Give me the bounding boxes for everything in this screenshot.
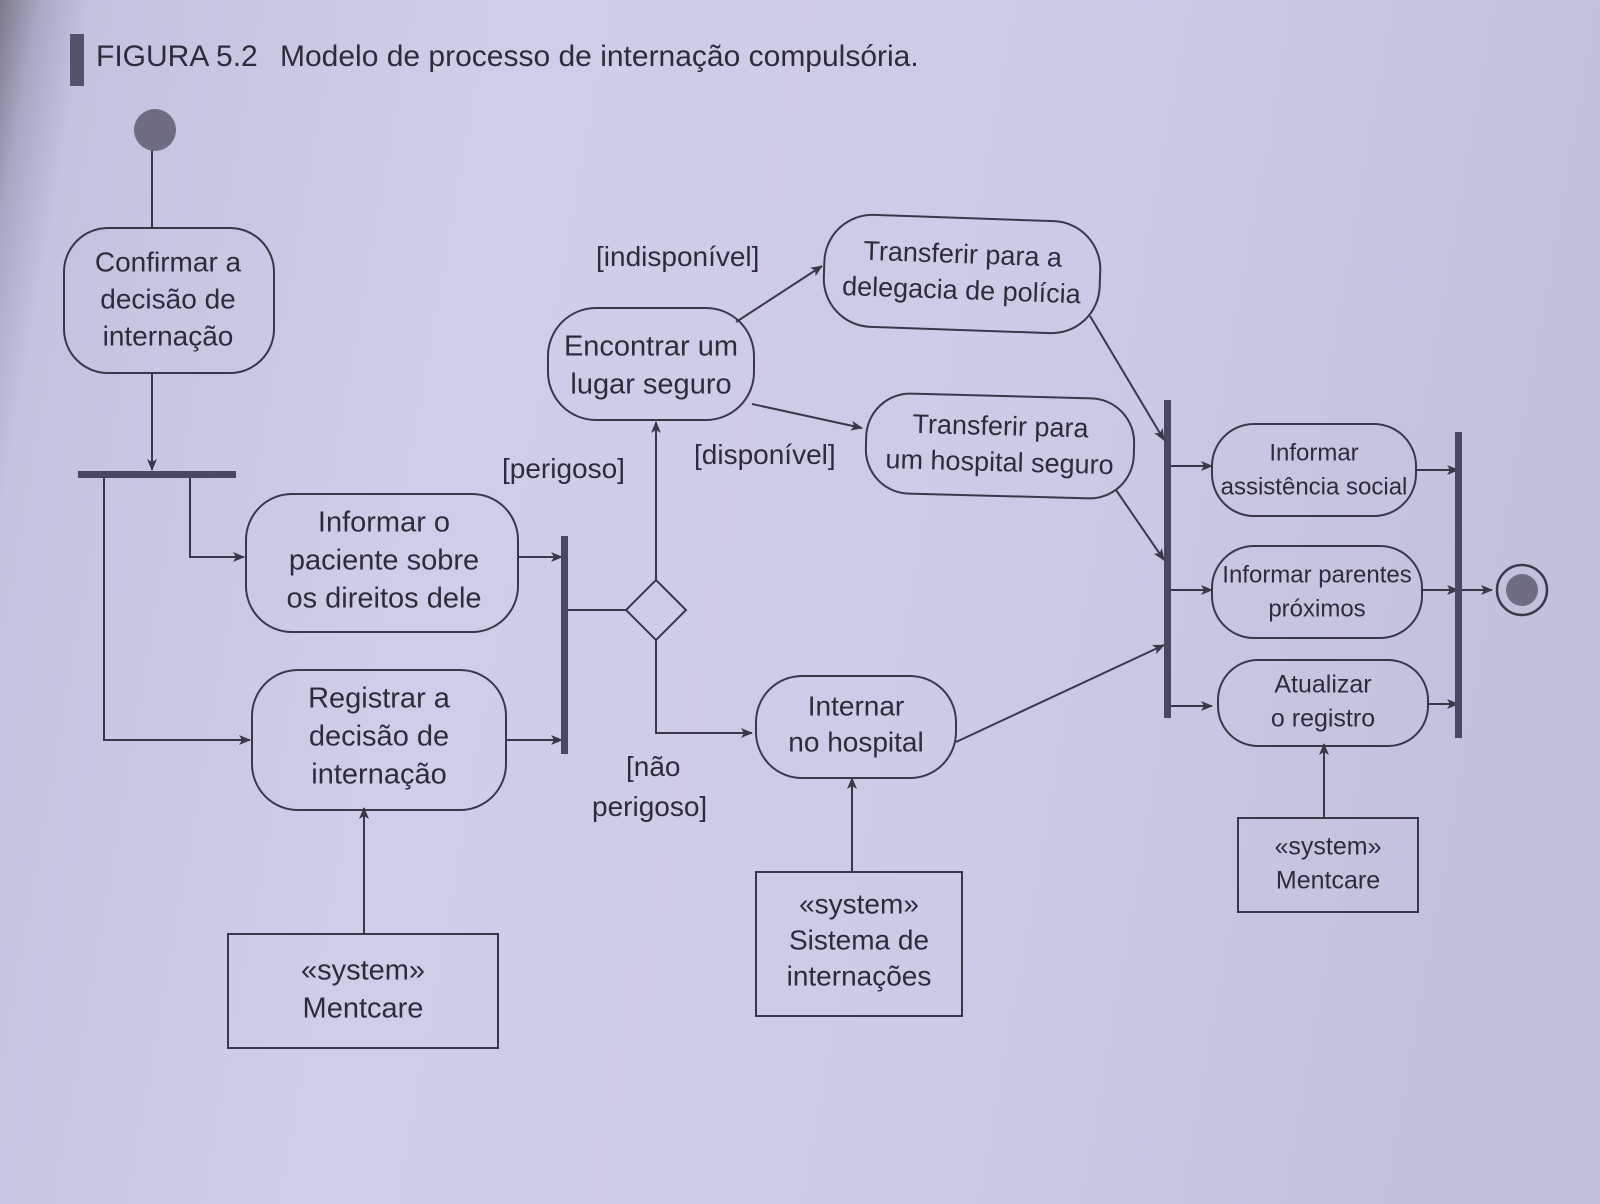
activity-confirm-line-1: Confirmar a — [95, 246, 242, 277]
system-admissions-stereotype: «system» — [799, 888, 919, 919]
guard-dangerous: [perigoso] — [502, 453, 625, 484]
activity-inform-patient-line-2: paciente sobre — [289, 545, 479, 577]
flow-find-police — [735, 265, 823, 323]
figure-title: Modelo de processo de internação compuls… — [280, 40, 919, 73]
activity-transfer-hospital: Transferir para um hospital seguro — [864, 392, 1136, 500]
flow-find-hospital — [751, 403, 863, 431]
activity-confirm-line-2: decisão de — [100, 283, 235, 314]
activity-transfer-police: Transferir para a delegacia de polícia — [822, 213, 1102, 335]
guard-unavailable: [indisponível] — [596, 241, 759, 272]
activity-update-line-2: o registro — [1271, 705, 1375, 733]
activity-confirm-line-3: internação — [103, 320, 234, 351]
activity-update-register: Atualizar o registro — [1217, 659, 1429, 747]
activity-social-line-2: assistência social — [1221, 473, 1408, 500]
fork-bar-start — [78, 471, 236, 478]
fork-bar-right — [1164, 400, 1171, 718]
system-mentcare-right-stereotype: «system» — [1275, 833, 1382, 861]
end-node — [1495, 563, 1549, 617]
system-mentcare-left-name: Mentcare — [303, 993, 424, 1025]
activity-record-line-3: internação — [311, 759, 446, 791]
flow-fork-inform — [189, 476, 245, 562]
activity-admit-line-1: Internar — [808, 690, 905, 721]
flow-admit-fork — [955, 644, 1165, 743]
activity-find-line-1: Encontrar um — [564, 331, 738, 363]
join-bar-right — [1455, 432, 1462, 738]
system-mentcare-left-stereotype: «system» — [301, 955, 425, 987]
start-node — [134, 109, 176, 151]
activity-inform-social-care: Informar assistência social — [1211, 423, 1417, 517]
flow-police-fork — [1089, 315, 1165, 441]
activity-police-line-1: Transferir para a — [863, 236, 1063, 273]
activity-police-line-2: delegacia de polícia — [842, 271, 1083, 309]
activity-kin-line-1: Informar parentes — [1222, 561, 1411, 588]
activity-update-line-1: Atualizar — [1274, 671, 1371, 699]
flow-decision-admit — [655, 640, 753, 738]
activity-hospital-line-1: Transferir para — [912, 409, 1090, 444]
activity-admit-line-2: no hospital — [788, 726, 923, 757]
activity-record-line-2: decisão de — [309, 721, 449, 753]
guard-not-dangerous-line-1: [não — [626, 751, 681, 782]
system-mentcare-right: «system» Mentcare — [1237, 817, 1419, 913]
system-mentcare-left: «system» Mentcare — [227, 933, 499, 1049]
activity-record-decision: Registrar a decisão de internação — [251, 669, 507, 811]
flow-hospital-fork — [1115, 489, 1165, 561]
join-bar-left — [561, 536, 568, 754]
decision-diamond — [624, 578, 688, 642]
flow-fork-record — [103, 476, 251, 745]
activity-confirm-decision: Confirmar a decisão de internação — [63, 227, 275, 374]
activity-kin-line-2: próximos — [1268, 595, 1365, 622]
activity-inform-patient-line-3: os direitos dele — [286, 583, 481, 615]
system-admissions-line-3: internações — [787, 960, 932, 991]
activity-social-line-1: Informar — [1269, 439, 1358, 466]
activity-inform-patient: Informar o paciente sobre os direitos de… — [245, 493, 519, 633]
activity-hospital-line-2: um hospital seguro — [885, 444, 1114, 480]
figure-label: FIGURA 5.2 — [96, 40, 258, 73]
activity-inform-patient-line-1: Informar o — [318, 507, 450, 539]
system-admissions-line-2: Sistema de — [789, 924, 929, 955]
activity-admit-hospital: Internar no hospital — [755, 675, 957, 779]
guard-available: [disponível] — [694, 439, 836, 470]
activity-record-line-1: Registrar a — [308, 683, 451, 715]
figure-marker — [70, 34, 84, 86]
connectors — [103, 148, 1493, 934]
system-admissions: «system» Sistema de internações — [755, 871, 963, 1017]
activity-inform-next-of-kin: Informar parentes próximos — [1211, 545, 1423, 639]
system-mentcare-right-name: Mentcare — [1276, 867, 1380, 895]
guard-not-dangerous-line-2: perigoso] — [592, 791, 707, 822]
activity-find-line-2: lugar seguro — [570, 369, 731, 401]
activity-find-safe-place: Encontrar um lugar seguro — [547, 307, 755, 421]
